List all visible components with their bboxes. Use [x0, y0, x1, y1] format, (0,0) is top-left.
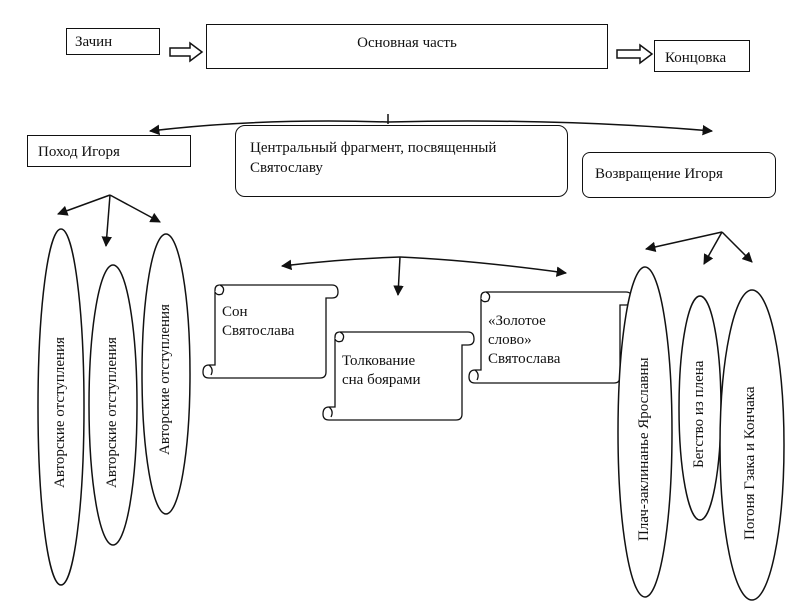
dream-line1: Сон: [222, 304, 248, 320]
oval-text-2: Авторские отступления: [104, 337, 120, 488]
dream-scroll-text: Сон Святослава: [222, 303, 294, 341]
igor-return-label: Возвращение Игоря: [595, 166, 723, 182]
oval-text-1: Авторские отступления: [52, 337, 68, 488]
author-digression-oval-1: [37, 228, 85, 586]
scroll-interpretation: [322, 331, 475, 421]
golden-word-line1: «Золотое: [488, 313, 546, 329]
intro-box: Зачин: [66, 28, 160, 55]
main-part-label: Основная часть: [357, 35, 457, 51]
main-branch-arrows: [148, 114, 714, 136]
golden-word-scroll-text: «Золотое слово» Святослава: [488, 312, 560, 369]
golden-word-line3: Святослава: [488, 351, 561, 367]
hollow-arrow-2: [616, 43, 654, 65]
dream-line2: Святослава: [222, 323, 295, 339]
yaroslavna-lament-text: Плач-заклинанье Ярославны: [636, 357, 652, 541]
author-digression-oval-2: [88, 264, 138, 546]
yaroslavna-lament-oval: [617, 266, 673, 598]
escape-text: Бегство из плена: [691, 360, 707, 468]
interpretation-scroll-text: Толкование сна боярами: [342, 352, 421, 390]
scroll-dream: [202, 284, 339, 379]
return-branch-arrows: [644, 231, 753, 265]
central-branch-arrows: [280, 256, 568, 297]
central-fragment-box: Центральный фрагмент, посвященный Святос…: [235, 125, 568, 197]
central-fragment-line1: Центральный фрагмент, посвященный: [250, 140, 497, 156]
central-fragment-line2: Святославу: [250, 160, 323, 176]
intro-label: Зачин: [75, 34, 113, 50]
pursuit-oval: [719, 289, 785, 601]
interpretation-line2: сна боярами: [342, 372, 421, 388]
ending-label: Концовка: [665, 50, 727, 66]
main-part-box: Основная часть: [206, 24, 608, 69]
igor-campaign-box: Поход Игоря: [27, 135, 191, 167]
pursuit-text: Погоня Гзака и Кончака: [742, 386, 758, 541]
golden-word-line2: слово»: [488, 332, 532, 348]
oval-text-3: Авторские отступления: [157, 304, 173, 455]
igor-return-box: Возвращение Игоря: [582, 152, 776, 198]
interpretation-line1: Толкование: [342, 353, 416, 369]
scroll-golden-word: [468, 291, 633, 384]
hollow-arrow-1: [169, 41, 204, 63]
author-digression-oval-3: [141, 233, 191, 515]
ending-box: Концовка: [654, 40, 750, 72]
igor-campaign-label: Поход Игоря: [38, 144, 120, 160]
campaign-branch-arrows: [57, 194, 161, 248]
